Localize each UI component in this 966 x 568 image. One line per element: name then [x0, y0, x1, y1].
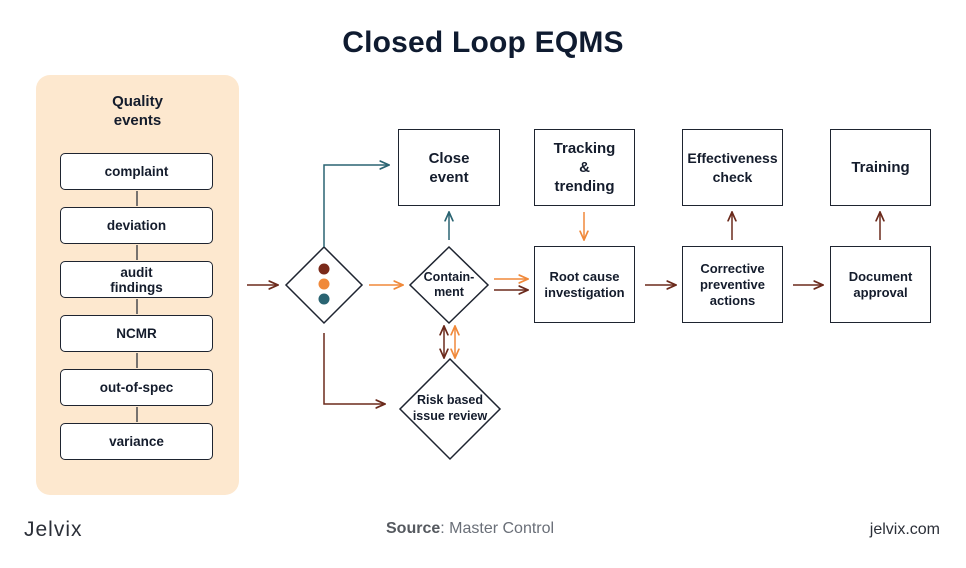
event-audit-findings: audit findings [60, 261, 213, 298]
diagram-title: Closed Loop EQMS [342, 26, 624, 59]
event-out-of-spec: out-of-spec [60, 369, 213, 406]
jelvix-logo: Jelvix [24, 518, 83, 541]
containment-diamond [408, 245, 490, 325]
arrow-decision-to-close-event [323, 165, 389, 247]
traffic-light-teal [318, 293, 330, 305]
traffic-light-red [318, 263, 330, 275]
source-value: : Master Control [440, 520, 555, 537]
event-complaint: complaint [60, 153, 213, 190]
source-label: Source [386, 520, 441, 537]
event-variance: variance [60, 423, 213, 460]
site-url: jelvix.com [869, 521, 940, 538]
traffic-light-orange [318, 278, 330, 290]
event-ncmr: NCMR [60, 315, 213, 352]
arrow-decision-to-risk-review [323, 333, 385, 404]
root-cause-box: Root cause investigation [534, 246, 635, 323]
containment-label: Contain- ment [423, 270, 475, 299]
document-approval-box: Document approval [830, 246, 931, 323]
training-box: Training [830, 129, 931, 206]
tracking-trending-box: Tracking & trending [534, 129, 635, 206]
source-note: Source: Master Control [386, 520, 554, 538]
risk-review-label: Risk based issue review [412, 393, 488, 423]
event-deviation: deviation [60, 207, 213, 244]
quality-events-title: Quality events [112, 93, 163, 129]
corrective-preventive-box: Corrective preventive actions [682, 246, 783, 323]
risk-review-diamond [398, 357, 502, 461]
effectiveness-check-box: Effectiveness check [682, 129, 783, 206]
close-event-box: Close event [398, 129, 500, 206]
